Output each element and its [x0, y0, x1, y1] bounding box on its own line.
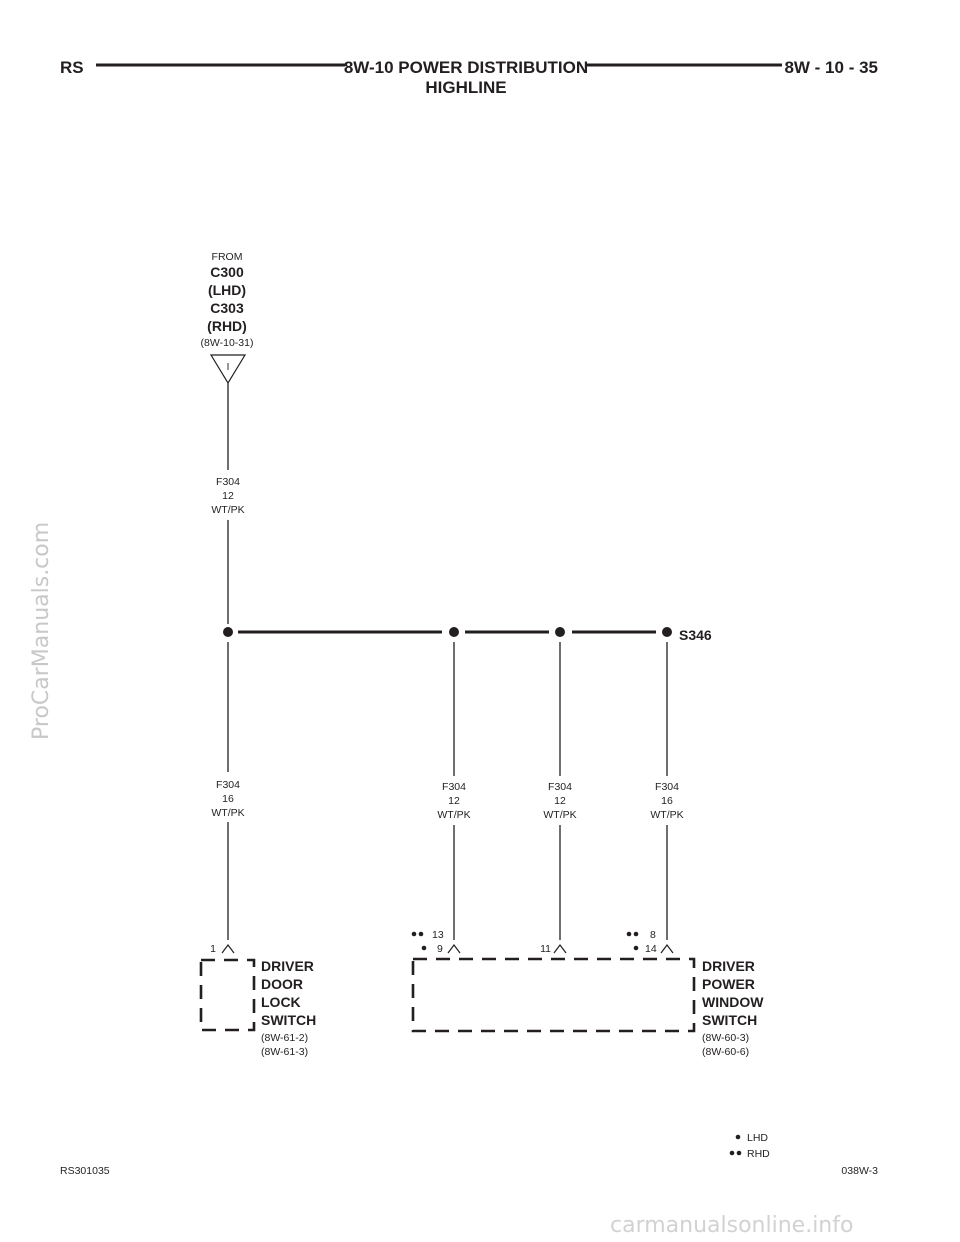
pin-window-lhd-9: 9 [437, 943, 443, 955]
window-switch-ref-1: (8W-60-3) [702, 1032, 749, 1044]
door-lock-switch-ref-1: (8W-61-2) [261, 1032, 308, 1044]
door-lock-switch-label-2: DOOR [261, 976, 303, 992]
pin-window-rhd-13: 13 [432, 929, 444, 941]
legend-rhd: RHD [747, 1148, 770, 1160]
terminal-window-a [447, 944, 461, 954]
source-lhd: (LHD) [208, 282, 246, 298]
legend-lhd-dot [735, 1134, 741, 1140]
wire-4-color: WT/PK [650, 809, 683, 821]
lhd-dot-a [421, 945, 427, 951]
source-from-label: FROM [212, 251, 243, 263]
lhd-dot-b [633, 945, 639, 951]
terminal-window-b [553, 944, 567, 954]
door-lock-switch-label-1: DRIVER [261, 958, 314, 974]
legend-lhd: LHD [747, 1132, 768, 1144]
door-lock-switch-label-4: SWITCH [261, 1012, 316, 1028]
header-page-number: 8W - 10 - 35 [784, 58, 878, 77]
rhd-dot-b1 [626, 931, 632, 937]
wire-top-circuit: F304 [216, 476, 240, 488]
wire-3-circuit: F304 [548, 781, 572, 793]
footer-left-code: RS301035 [60, 1165, 110, 1177]
rhd-dot-b2 [633, 931, 639, 937]
wire-1-color: WT/PK [211, 807, 244, 819]
window-switch-label-2: POWER [702, 976, 755, 992]
window-switch-ref-2: (8W-60-6) [702, 1046, 749, 1058]
wire-2-gauge: 12 [448, 795, 460, 807]
header-subtitle: HIGHLINE [425, 78, 506, 97]
source-rhd: (RHD) [207, 318, 247, 334]
door-lock-switch-label-3: LOCK [261, 994, 301, 1010]
pin-window-11: 11 [540, 943, 551, 955]
pin-door-lock: 1 [210, 943, 216, 955]
wire-3-color: WT/PK [543, 809, 576, 821]
wire-2-circuit: F304 [442, 781, 466, 793]
wire-3-gauge: 12 [554, 795, 566, 807]
splice-dot-3 [555, 627, 565, 637]
source-connector-c300: C300 [210, 264, 244, 280]
legend-rhd-dot1 [729, 1150, 735, 1156]
wire-1-circuit: F304 [216, 779, 240, 791]
legend-rhd-dot2 [736, 1150, 742, 1156]
source-page-ref: (8W-10-31) [201, 337, 254, 349]
pin-window-rhd-8: 8 [650, 929, 656, 941]
door-lock-switch-box [199, 958, 256, 1032]
footer-right-code: 038W-3 [841, 1165, 878, 1177]
window-switch-box [411, 957, 696, 1033]
rhd-dot-a1 [411, 931, 417, 937]
source-connector-c303: C303 [210, 300, 244, 316]
rhd-dot-a2 [418, 931, 424, 937]
wire-2-color: WT/PK [437, 809, 470, 821]
splice-dot-1 [223, 627, 233, 637]
terminal-window-c [660, 944, 674, 954]
pin-window-lhd-14: 14 [645, 943, 657, 955]
splice-dot-4 [662, 627, 672, 637]
splice-dot-2 [449, 627, 459, 637]
source-pin: I [227, 362, 230, 373]
splice-label: S346 [679, 627, 712, 643]
wire-top-color: WT/PK [211, 504, 244, 516]
wire-1-gauge: 16 [222, 793, 234, 805]
wire-4-circuit: F304 [655, 781, 679, 793]
header-left: RS [60, 58, 84, 77]
source-connector-symbol [209, 354, 247, 385]
site-footer-watermark: carmanualsonline.info [610, 1213, 853, 1238]
side-watermark: ProCarManuals.com [29, 522, 54, 740]
wire-top-gauge: 12 [222, 490, 234, 502]
window-switch-label-1: DRIVER [702, 958, 755, 974]
terminal-door-lock [221, 944, 235, 954]
header-title: 8W-10 POWER DISTRIBUTION [344, 58, 588, 77]
wire-4-gauge: 16 [661, 795, 673, 807]
door-lock-switch-ref-2: (8W-61-3) [261, 1046, 308, 1058]
window-switch-label-3: WINDOW [702, 994, 764, 1010]
window-switch-label-4: SWITCH [702, 1012, 757, 1028]
